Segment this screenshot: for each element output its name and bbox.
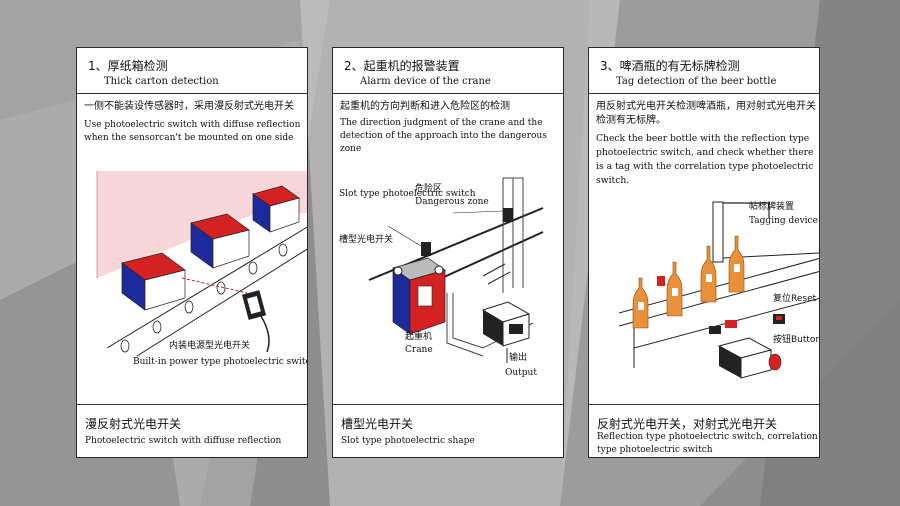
label-danger-zone-en: Dangerous zone bbox=[415, 197, 489, 207]
panel-description-cn: 起重机的方向判断和进入危险区的检测 bbox=[340, 101, 510, 112]
slot-switch-icon bbox=[503, 208, 513, 222]
slot-switch-icon bbox=[421, 242, 431, 256]
label-tagging-cn: 帖标牌装置 bbox=[749, 202, 795, 212]
alarm-button-icon bbox=[768, 353, 782, 371]
panel-title-en: Tag detection of the beer bottle bbox=[616, 76, 777, 87]
carton-box-middle bbox=[190, 213, 250, 269]
footer-title-en: Reflection type photoelectric switch, co… bbox=[597, 432, 818, 455]
label-output-cn: 输出 bbox=[509, 353, 528, 363]
panel-description-en: Check the beer bottle with the reflectio… bbox=[596, 133, 814, 186]
controller-unit bbox=[717, 337, 773, 379]
label-tagging-en: Tagging device bbox=[749, 216, 818, 226]
conveyor-rollers bbox=[120, 243, 288, 353]
label-slot-switch-en: Slot type photoelectric switch bbox=[339, 189, 476, 199]
panel-beer-bottle: 3、啤酒瓶的有无标牌检测 Tag detection of the beer b… bbox=[588, 47, 820, 458]
crane-illustration bbox=[368, 177, 544, 363]
panel-title-cn: 3、啤酒瓶的有无标牌检测 bbox=[600, 59, 740, 73]
diffuse-sensor bbox=[241, 290, 270, 353]
label-button: 按钮Button bbox=[773, 335, 820, 345]
carton-box-front bbox=[121, 252, 186, 311]
label-reset: 复位Reset bbox=[773, 294, 817, 304]
label-built-in-en: Built-in power type photoelectric switch bbox=[133, 357, 308, 367]
label-built-in-cn: 内装电源型光电开关 bbox=[169, 341, 251, 351]
panel-thick-carton: 1、厚纸箱检测 Thick carton detection 一侧不能装设传感器… bbox=[76, 47, 308, 458]
label-danger-zone-cn: 危险区 bbox=[415, 184, 443, 194]
output-controller bbox=[481, 301, 531, 347]
footer-title-cn: 反射式光电开关，对射式光电开关 bbox=[597, 417, 778, 431]
bottle-labels bbox=[638, 264, 740, 310]
tag-sensor-icon bbox=[657, 276, 665, 286]
beer-bottles bbox=[632, 235, 745, 329]
footer-title-cn: 漫反射式光电开关 bbox=[85, 417, 182, 431]
label-output-en: Output bbox=[505, 368, 537, 378]
panel-description-en: Use photoelectric switch with diffuse re… bbox=[84, 120, 301, 143]
footer-title-en: Slot type photoelectric shape bbox=[341, 436, 475, 446]
panel-header: 2、起重机的报警装置 Alarm device of the crane bbox=[333, 48, 563, 94]
panel-footer: 反射式光电开关，对射式光电开关 Reflection type photoele… bbox=[589, 404, 819, 457]
reflection-sensors bbox=[709, 320, 737, 334]
panel-footer: 漫反射式光电开关 Photoelectric switch with diffu… bbox=[77, 404, 307, 457]
label-crane-cn: 起重机 bbox=[405, 332, 433, 342]
footer-title-en: Photoelectric switch with diffuse reflec… bbox=[85, 436, 282, 446]
panel-title-en: Alarm device of the crane bbox=[360, 76, 491, 87]
direction-arrows bbox=[482, 263, 511, 285]
panel-description-en: The direction judgment of the crane and … bbox=[340, 118, 547, 154]
panel-description-cn: 一侧不能装设传感器时，采用漫反射式光电开关 bbox=[84, 101, 294, 112]
panel-description-cn: 用反射式光电开关检测啤酒瓶，用对射式光电开关检测有无标牌。 bbox=[596, 101, 816, 126]
carton-conveyor-illustration bbox=[96, 171, 307, 357]
label-crane-en: Crane bbox=[405, 345, 433, 355]
crane-body bbox=[392, 257, 446, 335]
panel-crane-alarm: 2、起重机的报警装置 Alarm device of the crane 起重机… bbox=[332, 47, 564, 458]
panel-title-cn: 2、起重机的报警装置 bbox=[344, 59, 460, 73]
label-slot-switch-cn: 槽型光电开关 bbox=[339, 235, 394, 245]
footer-title-cn: 槽型光电开关 bbox=[341, 417, 414, 431]
carton-box-back bbox=[252, 185, 300, 233]
panel-title-cn: 1、厚纸箱检测 bbox=[88, 59, 168, 73]
panel-footer: 槽型光电开关 Slot type photoelectric shape bbox=[333, 404, 563, 457]
panel-title-en: Thick carton detection bbox=[104, 76, 219, 87]
bottle-line-illustration bbox=[618, 201, 819, 379]
panel-header: 1、厚纸箱检测 Thick carton detection bbox=[77, 48, 307, 94]
panel-header: 3、啤酒瓶的有无标牌检测 Tag detection of the beer b… bbox=[589, 48, 819, 94]
